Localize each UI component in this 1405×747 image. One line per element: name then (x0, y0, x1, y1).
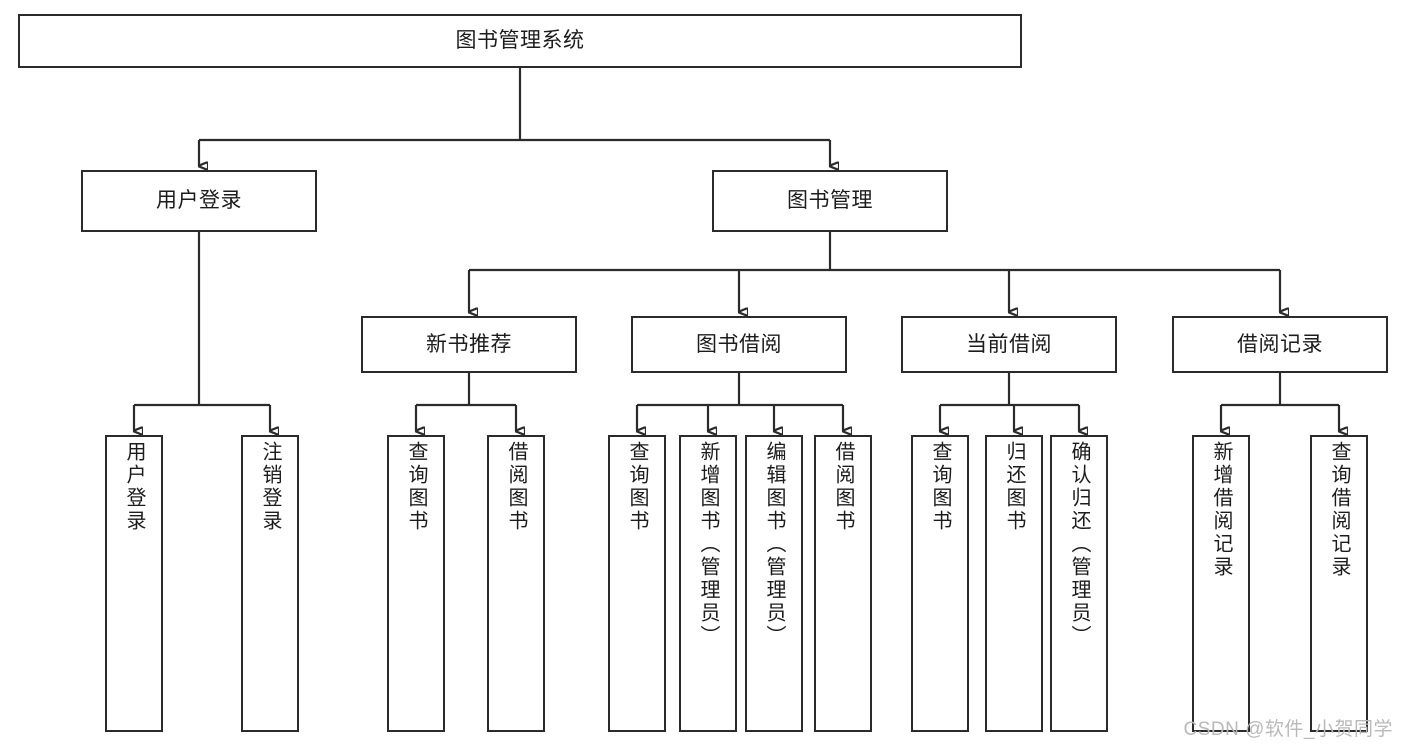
node-leaf-query-borrow-record-label: 查询借阅记录 (1328, 441, 1350, 579)
node-leaf-logout-login-label: 注销登录 (259, 441, 281, 533)
node-book-manage[interactable]: 图书管理 (712, 170, 948, 232)
node-leaf-user-login-label: 用户登录 (123, 441, 145, 533)
node-leaf-return-book[interactable]: 归还图书 (985, 435, 1043, 732)
node-current-borrow-label: 当前借阅 (966, 332, 1052, 356)
node-leaf-return-book-label: 归还图书 (1003, 441, 1025, 533)
node-leaf-query-book-1-label: 查询图书 (405, 441, 427, 533)
node-borrow-record[interactable]: 借阅记录 (1172, 316, 1388, 373)
node-book-borrow[interactable]: 图书借阅 (631, 316, 847, 373)
node-leaf-add-book-admin[interactable]: 新增图书（管理员） (679, 435, 737, 732)
node-leaf-user-login[interactable]: 用户登录 (105, 435, 163, 732)
node-leaf-query-book-2-label: 查询图书 (626, 441, 648, 533)
node-leaf-confirm-return-admin-label: 确认归还（管理员） (1068, 441, 1090, 648)
node-leaf-query-borrow-record[interactable]: 查询借阅记录 (1310, 435, 1368, 732)
node-leaf-add-borrow-record-label: 新增借阅记录 (1210, 441, 1232, 579)
node-root-label: 图书管理系统 (455, 29, 585, 53)
node-leaf-edit-book-admin-label: 编辑图书（管理员） (763, 441, 785, 648)
node-borrow-record-label: 借阅记录 (1237, 332, 1323, 356)
node-user-login[interactable]: 用户登录 (81, 170, 317, 232)
node-leaf-query-book-3[interactable]: 查询图书 (911, 435, 969, 732)
node-book-borrow-label: 图书借阅 (696, 332, 782, 356)
node-leaf-edit-book-admin[interactable]: 编辑图书（管理员） (745, 435, 803, 732)
node-leaf-add-book-admin-label: 新增图书（管理员） (697, 441, 719, 648)
node-new-book-recommend[interactable]: 新书推荐 (361, 316, 577, 373)
node-new-book-recommend-label: 新书推荐 (426, 332, 512, 356)
node-user-login-label: 用户登录 (156, 189, 242, 213)
node-leaf-add-borrow-record[interactable]: 新增借阅记录 (1192, 435, 1250, 732)
node-leaf-query-book-3-label: 查询图书 (929, 441, 951, 533)
node-leaf-query-book-2[interactable]: 查询图书 (608, 435, 666, 732)
node-leaf-borrow-book-1-label: 借阅图书 (505, 441, 527, 533)
node-leaf-borrow-book-2[interactable]: 借阅图书 (814, 435, 872, 732)
node-current-borrow[interactable]: 当前借阅 (901, 316, 1117, 373)
csdn-watermark: CSDN @软件_小贺同学 (1183, 719, 1393, 740)
node-leaf-borrow-book-1[interactable]: 借阅图书 (487, 435, 545, 732)
node-leaf-logout-login[interactable]: 注销登录 (241, 435, 299, 732)
node-book-manage-label: 图书管理 (787, 189, 873, 213)
node-root[interactable]: 图书管理系统 (18, 14, 1022, 68)
node-leaf-confirm-return-admin[interactable]: 确认归还（管理员） (1050, 435, 1108, 732)
node-leaf-borrow-book-2-label: 借阅图书 (832, 441, 854, 533)
node-leaf-query-book-1[interactable]: 查询图书 (387, 435, 445, 732)
